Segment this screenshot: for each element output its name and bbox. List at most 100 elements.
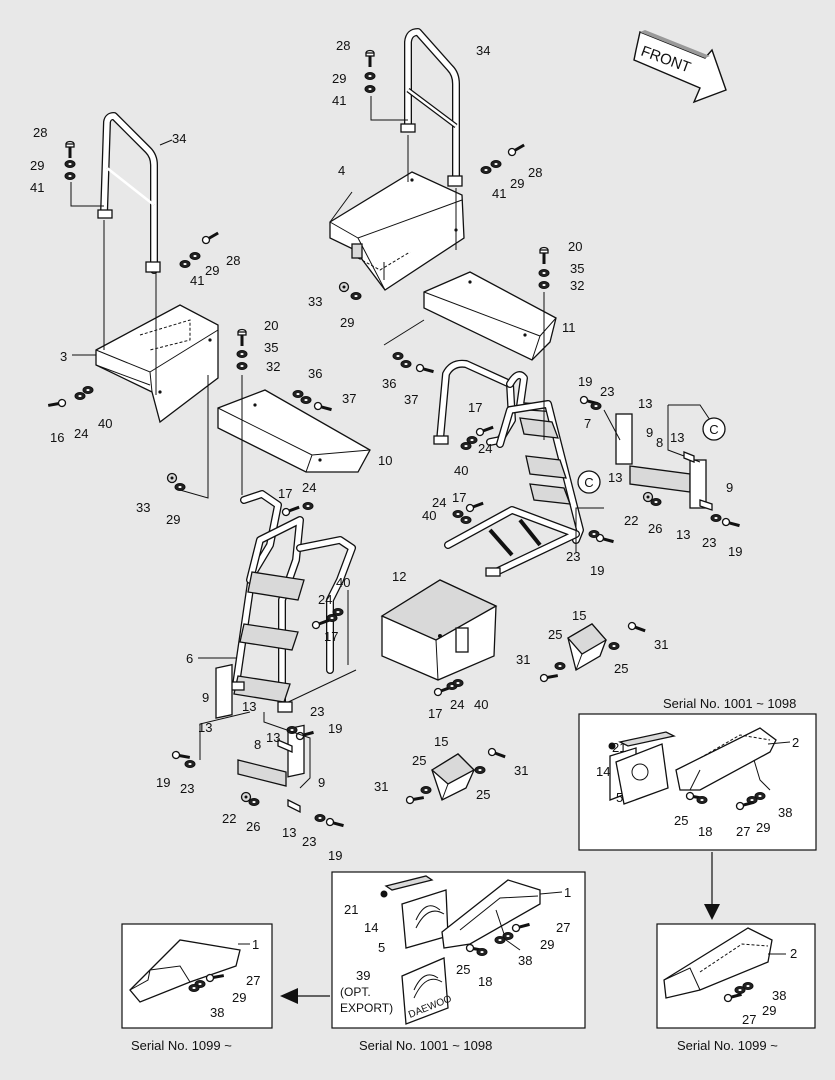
- label-36-right: 36: [382, 376, 396, 391]
- detail-box-bottom-middle: DAEWOO: [331, 871, 586, 1029]
- label-9-left-b: 9: [318, 775, 325, 790]
- label-23-right-b: 23: [702, 535, 716, 550]
- right-leaders: [329, 96, 621, 552]
- label-25-lower-a: 25: [412, 753, 426, 768]
- label-23-left-c: 23: [302, 834, 316, 849]
- label-1-bl: 1: [252, 937, 259, 952]
- label-19-right: 19: [578, 374, 592, 389]
- label-31-lower-a: 31: [514, 763, 528, 778]
- label-29-left: 29: [30, 158, 44, 173]
- left-leaders: [70, 139, 349, 789]
- flow-arrowhead-down: [704, 904, 720, 920]
- label-31-upper-b: 31: [516, 652, 530, 667]
- detail-box-bottom-right: [656, 923, 816, 1029]
- detail-marker-c2: [577, 470, 601, 494]
- label-25-upper-a: 25: [548, 627, 562, 642]
- label-29-left-c: 29: [166, 512, 180, 527]
- label-13-right-d: 13: [676, 527, 690, 542]
- label-5-tr: 5: [616, 790, 623, 805]
- label-38-bm: 38: [518, 953, 532, 968]
- label-35-right: 35: [570, 261, 584, 276]
- label-28-right: 28: [336, 38, 350, 53]
- label-11: 11: [562, 320, 576, 335]
- label-2-br: 2: [790, 946, 797, 961]
- label-29-bl: 29: [232, 990, 246, 1005]
- left-ladder-6: [227, 490, 357, 713]
- detail-box-top-right: [578, 713, 817, 851]
- label-29-right-b: 29: [510, 176, 524, 191]
- label-41-right: 41: [332, 93, 346, 108]
- label-7: 7: [584, 416, 591, 431]
- label-20-right: 20: [568, 239, 582, 254]
- label-24-left: 24: [74, 426, 88, 441]
- part-labels: 28 29 41 34 28 29 41 3 20 35 32 36 37 16…: [30, 38, 799, 1027]
- left-handrail: [97, 112, 161, 274]
- label-33-right: 33: [308, 294, 322, 309]
- label-38-tr: 38: [778, 805, 792, 820]
- detail-label-c2: C: [584, 475, 593, 490]
- opt-export-line1: (OPT.: [340, 985, 371, 999]
- label-20-left: 20: [264, 318, 278, 333]
- label-28-right-b: 28: [528, 165, 542, 180]
- label-27-bl: 27: [246, 973, 260, 988]
- label-31-upper-a: 31: [654, 637, 668, 652]
- label-24-right: 24: [478, 441, 492, 456]
- label-16: 16: [50, 430, 64, 445]
- label-19-left: 19: [328, 721, 342, 736]
- label-25-bm: 25: [456, 962, 470, 977]
- flow-arrowhead-left: [280, 988, 298, 1004]
- label-28-left-b: 28: [226, 253, 240, 268]
- label-23-right: 23: [600, 384, 614, 399]
- label-28-left: 28: [33, 125, 47, 140]
- front-arrow: FRONT: [633, 30, 727, 104]
- label-15-upper: 15: [572, 608, 586, 623]
- label-41-left: 41: [30, 180, 44, 195]
- label-10: 10: [378, 453, 392, 468]
- label-13-left-c: 13: [266, 730, 280, 745]
- label-26-left: 26: [246, 819, 260, 834]
- left-cover-3: [95, 304, 219, 424]
- label-22-right: 22: [624, 513, 638, 528]
- label-21-bm: 21: [344, 902, 358, 917]
- label-17-box: 17: [428, 706, 442, 721]
- label-34-right: 34: [476, 43, 490, 58]
- label-19-right-c: 19: [590, 563, 604, 578]
- label-14-bm: 14: [364, 920, 378, 935]
- label-40-right: 40: [454, 463, 468, 478]
- label-38-br: 38: [772, 988, 786, 1003]
- label-32-right: 32: [570, 278, 584, 293]
- label-19-left-b: 19: [156, 775, 170, 790]
- label-18-tr: 18: [698, 824, 712, 839]
- caption-serial-1099-left: Serial No. 1099 ~: [131, 1038, 232, 1053]
- label-22-left: 22: [222, 811, 236, 826]
- label-41-left-b: 41: [190, 273, 204, 288]
- label-24-box: 24: [450, 697, 464, 712]
- right-step-plates: [615, 404, 713, 511]
- label-25-upper-b: 25: [614, 661, 628, 676]
- opt-export-line2: EXPORT): [340, 1001, 393, 1015]
- label-9-right-b: 9: [726, 480, 733, 495]
- label-40-box: 40: [474, 697, 488, 712]
- label-23-right-c: 23: [566, 549, 580, 564]
- label-21-tr: 21: [612, 740, 626, 755]
- label-27-bm: 27: [556, 920, 570, 935]
- caption-serial-1001-1098-top: Serial No. 1001 ~ 1098: [663, 696, 796, 711]
- label-29-right: 29: [332, 71, 346, 86]
- detail-label-c1: C: [709, 422, 718, 437]
- label-31-lower-b: 31: [374, 779, 388, 794]
- label-15-lower: 15: [434, 734, 448, 749]
- label-32-left: 32: [266, 359, 280, 374]
- label-33-left: 33: [136, 500, 150, 515]
- label-17-left: 17: [278, 486, 292, 501]
- label-13-right-b: 13: [670, 430, 684, 445]
- bracket-15-lower: [430, 753, 476, 801]
- label-24-left-c: 24: [318, 592, 332, 607]
- label-17-right-b: 17: [452, 490, 466, 505]
- label-39: 39: [356, 968, 370, 983]
- label-23-left: 23: [310, 704, 324, 719]
- label-37-left: 37: [342, 391, 356, 406]
- label-40-right-b: 40: [422, 508, 436, 523]
- label-29-right-c: 29: [340, 315, 354, 330]
